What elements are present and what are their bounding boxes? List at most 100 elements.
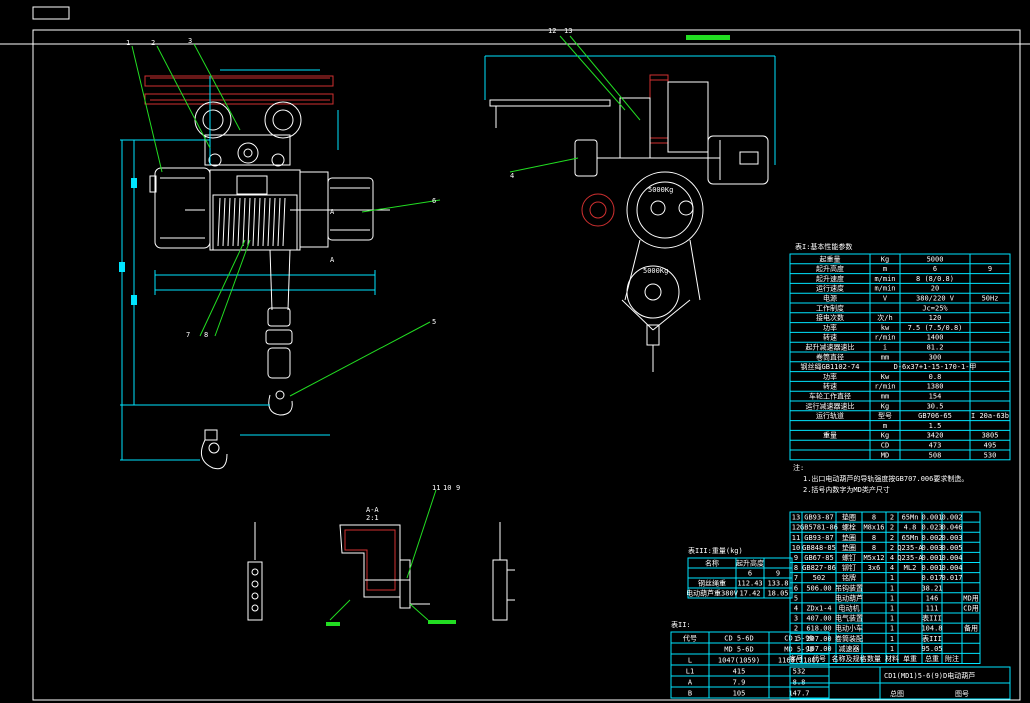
table-1-cell: V xyxy=(883,295,888,303)
table-1-cell: 380/220 V xyxy=(916,295,955,303)
bom-cell: 0.002 xyxy=(941,514,962,522)
bom-cell: M8x16 xyxy=(863,524,884,532)
table-2-cell: 147.7 xyxy=(788,690,809,698)
table-1-cell: 30.5 xyxy=(927,402,944,410)
detail-views: A-A 2:1 11 10 9 xyxy=(247,484,515,626)
bom-cell: 吊钩装置 xyxy=(835,583,863,592)
bom-cell: 电动小车 xyxy=(835,624,863,633)
bom-cell: GB93-87 xyxy=(804,534,834,542)
bom-cell: 7 xyxy=(794,574,798,582)
bom-cell: 0.023 xyxy=(921,524,942,532)
bom-cell: 减速器 xyxy=(839,644,860,653)
bom-cell: 407.00 xyxy=(806,615,831,623)
rope-wrap-line xyxy=(252,197,256,247)
table-1-cell: 工作制度 xyxy=(816,303,844,312)
table-1-cell: 300 xyxy=(929,353,942,361)
title-subtitle: 总图 xyxy=(890,689,904,698)
table-2-cell: CD 5-6D xyxy=(724,635,754,643)
front-dims xyxy=(119,139,270,461)
bom-cell: 1 xyxy=(890,574,894,582)
table-2-cell: MD 5-9D xyxy=(784,646,814,654)
bom-cell: 6 xyxy=(794,584,798,592)
table-2-cell: B xyxy=(688,690,692,698)
bom-cell: 1 xyxy=(890,635,894,643)
bom-cell: 1 xyxy=(794,635,798,643)
front-view: 1 2 3 6 5 7 8 A A xyxy=(119,37,441,470)
rope-wrap-line xyxy=(282,197,286,247)
table-1-cell: 起升高度 xyxy=(816,264,844,273)
bom-cell: 502 xyxy=(813,574,826,582)
title-product: CD1(MD1)5-6(9)D电动葫芦 xyxy=(884,671,975,680)
table-2-cell: 1168(1180) xyxy=(778,657,820,665)
bom-cell: GB848-85 xyxy=(802,544,836,552)
table-1-cell: 9 xyxy=(988,265,992,273)
bom-cell: 12 xyxy=(792,524,800,532)
bom-cell: 附注 xyxy=(945,654,959,663)
capacity-label-bottom: 5000Kg xyxy=(643,267,668,275)
bom-cell: 11 xyxy=(792,534,800,542)
table-1-title: 表I:基本性能参数 xyxy=(795,242,852,251)
bom-cell: 3x6 xyxy=(868,564,881,572)
bom-cell: 0.001 xyxy=(921,514,942,522)
bom-cell: 95.05 xyxy=(921,645,942,653)
bom-cell: ML2 xyxy=(904,564,917,572)
table-1-cell: m xyxy=(883,265,887,273)
table-1-cell: 1.5 xyxy=(929,422,942,430)
bom-cell: GB827-86 xyxy=(802,564,836,572)
table-3-cell: 17.42 xyxy=(739,590,760,598)
table-1-cell: 7.5 (7.5/0.8) xyxy=(908,324,963,332)
bom-cell: M5x12 xyxy=(863,554,884,562)
callout-8: 8 xyxy=(204,331,208,339)
bom-cell: ZDx1-4 xyxy=(806,605,831,613)
table-2-title: 表II: xyxy=(671,620,691,629)
table-1-cell: 型号 xyxy=(878,411,892,420)
table-1-cell: 0.8 xyxy=(929,373,942,381)
bom-cell: 5 xyxy=(794,594,798,602)
bom-cell: 146 xyxy=(926,594,939,602)
section-scale: 2:1 xyxy=(366,514,379,522)
bom-cell: CD用 xyxy=(963,605,978,613)
hook-block xyxy=(200,249,330,470)
table-1-cell: 次/h xyxy=(877,313,892,322)
table-3-cell: 18.05 xyxy=(767,590,788,598)
table-2-cell: 532 xyxy=(793,668,806,676)
table-1-cell: 1400 xyxy=(927,334,944,342)
callout-6: 5 xyxy=(432,318,436,326)
table-1-cell: 功率 xyxy=(823,372,837,381)
bom-cell: 2 xyxy=(794,625,798,633)
bom-cell: 0.005 xyxy=(941,544,962,552)
table-1-cell: 功率 xyxy=(823,323,837,332)
table-1-cell: 530 xyxy=(984,451,997,459)
bom-cell: 8 xyxy=(872,544,876,552)
table-1-cell: 473 xyxy=(929,442,942,450)
callout-9: 9 xyxy=(456,484,460,492)
table-1-cell: 6 xyxy=(933,265,937,273)
table-1-cell: m xyxy=(883,422,887,430)
table-3-cell: 6 xyxy=(748,570,752,578)
table-1-cell: 20 xyxy=(931,285,939,293)
note-2: 2.括号内数字为MD类产尺寸 xyxy=(803,485,890,494)
rope-wrap-line xyxy=(272,197,276,247)
table-1-cell: 起重量 xyxy=(820,255,841,263)
bom-cell: 1 xyxy=(890,615,894,623)
bom-cell: GB93-87 xyxy=(804,514,834,522)
rope-wrap-line xyxy=(242,197,246,247)
rope-wrap-line xyxy=(267,197,271,247)
rope-wrap-line xyxy=(222,197,226,247)
section-label: A-A xyxy=(366,506,379,514)
table-1-cell: r/min xyxy=(874,383,895,391)
bom-cell: 总重 xyxy=(925,654,939,663)
table-1-cell: I 20a-63b xyxy=(971,412,1009,420)
table-1-cell: Kw xyxy=(881,373,890,381)
bom-cell: 垫圈 xyxy=(842,533,856,542)
bom-cell: GB5781-86 xyxy=(800,524,838,532)
table-1-cell: Kg xyxy=(881,402,889,410)
bom-cell: 0.001 xyxy=(921,554,942,562)
bom-cell: 0.003 xyxy=(941,534,962,542)
callout-7: 7 xyxy=(186,331,190,339)
bom-cell: 65Mn xyxy=(902,534,919,542)
bom-cell: 0.001 xyxy=(921,564,942,572)
section-mark-a-top: A xyxy=(330,208,335,216)
